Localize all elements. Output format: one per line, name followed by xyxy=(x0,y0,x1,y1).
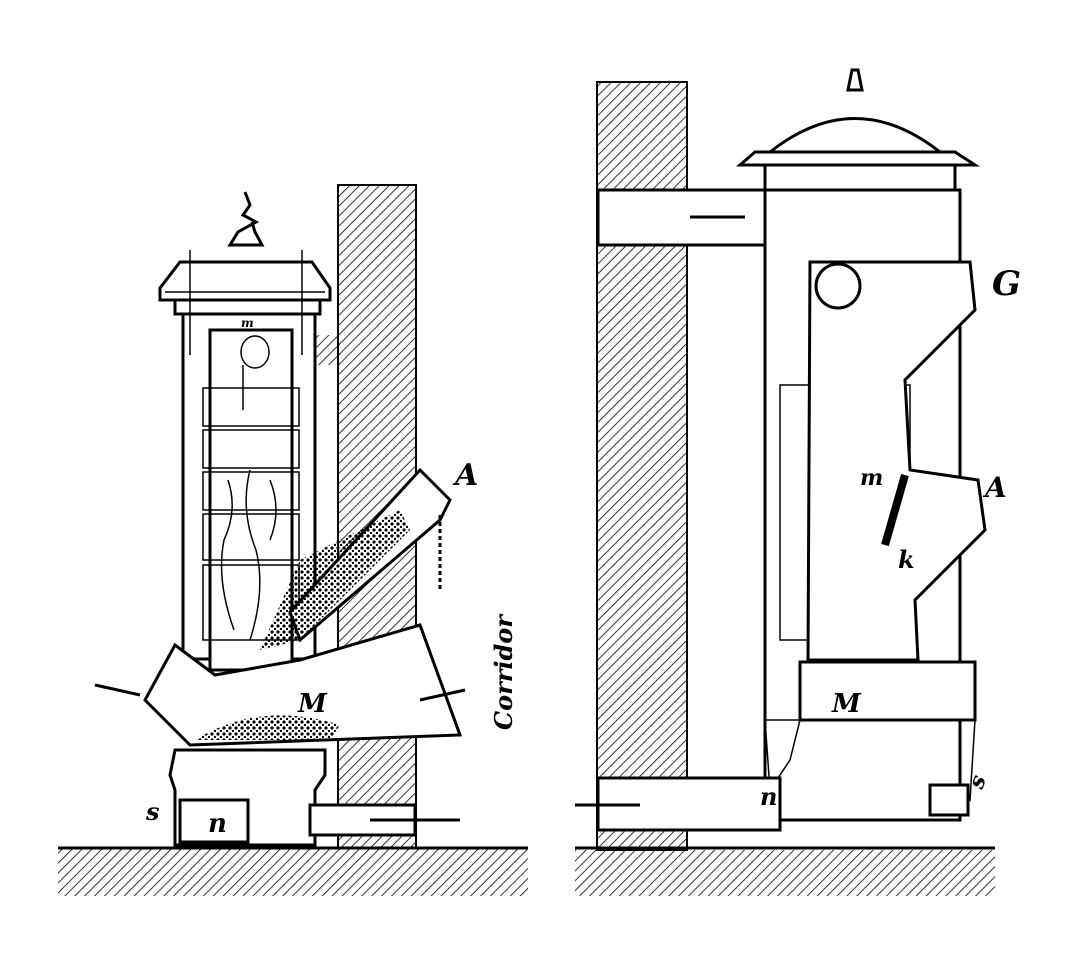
left-base-M xyxy=(143,623,463,747)
left-box-n xyxy=(178,798,250,844)
left-finial xyxy=(227,191,265,247)
right-ground xyxy=(575,850,995,896)
right-stove-figure: G m A k M n s xyxy=(575,68,1021,896)
left-ground xyxy=(58,848,528,896)
right-dome xyxy=(765,117,945,154)
right-door xyxy=(806,260,987,662)
right-cornice xyxy=(735,150,981,192)
label-G: G xyxy=(992,264,1021,304)
left-stove-figure: A m M Corridor s n xyxy=(58,184,528,896)
right-base-M xyxy=(798,660,977,722)
label-corridor: Corridor xyxy=(489,613,518,730)
label-m-left: m xyxy=(241,316,254,330)
label-A-left: A xyxy=(452,458,478,493)
label-n-right: n xyxy=(760,782,777,811)
left-cap xyxy=(158,260,332,302)
label-k: k xyxy=(898,545,915,574)
label-m-right: m xyxy=(860,465,883,491)
right-box-s xyxy=(928,783,970,817)
label-A-right: A xyxy=(982,471,1007,504)
label-s-left: s xyxy=(145,797,160,826)
label-M-right: M xyxy=(831,689,862,719)
label-M-left: M xyxy=(297,689,328,719)
label-n-left: n xyxy=(208,809,227,839)
